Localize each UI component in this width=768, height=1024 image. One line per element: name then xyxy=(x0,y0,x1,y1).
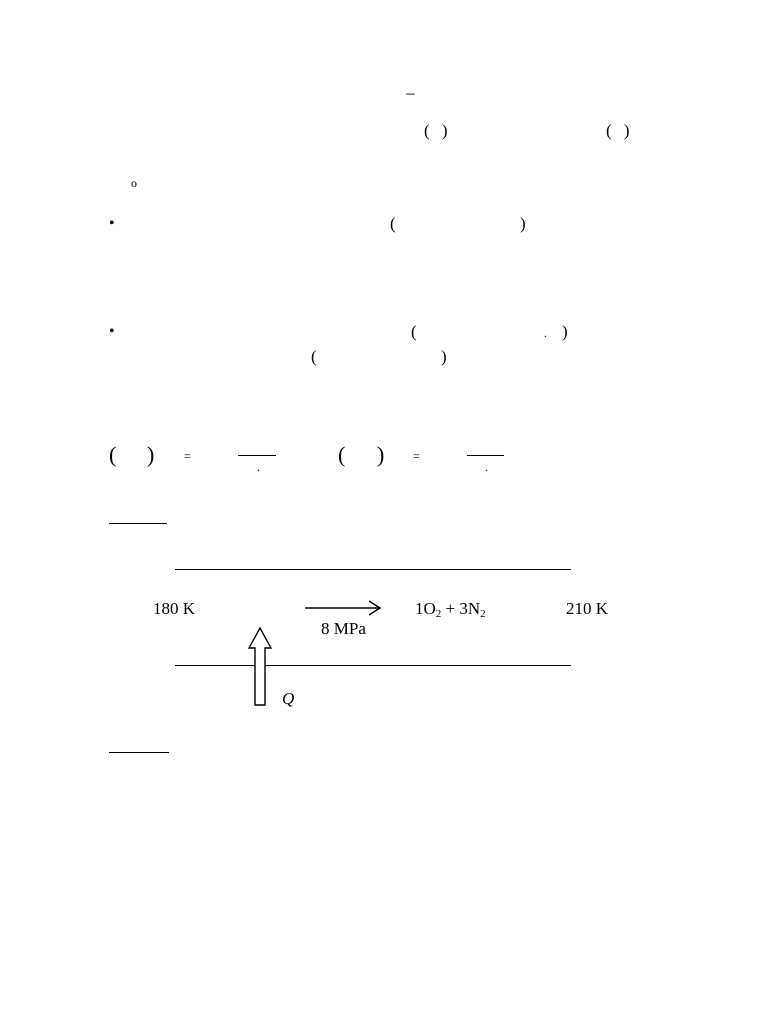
section-underline-1 xyxy=(109,523,167,525)
pipe-top-wall xyxy=(175,569,571,571)
eq-dot-2: . xyxy=(485,460,488,474)
degree-mark: o xyxy=(131,176,137,190)
paren-pair-1: ( ) xyxy=(424,121,448,140)
flow-arrow-icon xyxy=(305,600,382,616)
pipe-bottom-wall xyxy=(175,665,571,667)
mixture-n2-subscript: 2 xyxy=(480,608,486,620)
overbar-mark: – xyxy=(406,83,415,102)
heat-label: Q xyxy=(282,689,295,708)
pipe-pressure: 8 MPa xyxy=(321,619,366,638)
bullet-1-open-paren: ( xyxy=(390,214,396,233)
bullet-2-close-paren: ) xyxy=(562,322,568,341)
bullet-2-open-paren-2: ( xyxy=(311,347,317,366)
bullet-2-dot: . xyxy=(544,326,547,340)
fraction-bar-1 xyxy=(238,455,276,457)
eq-right-close-paren: ) xyxy=(377,442,385,467)
bullet-2-close-paren-2: ) xyxy=(441,347,447,366)
bullet-1-close-paren: ) xyxy=(520,214,526,233)
fraction-bar-2 xyxy=(467,455,504,457)
outlet-temperature: 210 K xyxy=(566,599,609,618)
eq-left-close-paren: ) xyxy=(147,442,155,467)
paren-pair-2: ( ) xyxy=(606,121,630,140)
eq-equals-1: = xyxy=(184,449,191,463)
bullet-2-marker: • xyxy=(109,323,115,340)
mixture-o2-subscript: 2 xyxy=(435,608,442,620)
heat-input-arrow-icon xyxy=(247,626,273,706)
inlet-temperature: 180 K xyxy=(153,599,196,618)
bullet-2-open-paren: ( xyxy=(411,322,417,341)
gas-mixture: 1O2 + 3N2 xyxy=(415,600,486,620)
eq-right-open-paren: ( xyxy=(338,442,346,467)
eq-equals-2: = xyxy=(413,449,420,463)
section-underline-2 xyxy=(109,752,169,754)
mixture-n2: + 3N xyxy=(441,599,481,618)
eq-left-open-paren: ( xyxy=(109,442,117,467)
mixture-o2: 1O xyxy=(415,599,436,618)
eq-dot-1: . xyxy=(257,460,260,474)
bullet-1-marker: • xyxy=(109,215,115,232)
